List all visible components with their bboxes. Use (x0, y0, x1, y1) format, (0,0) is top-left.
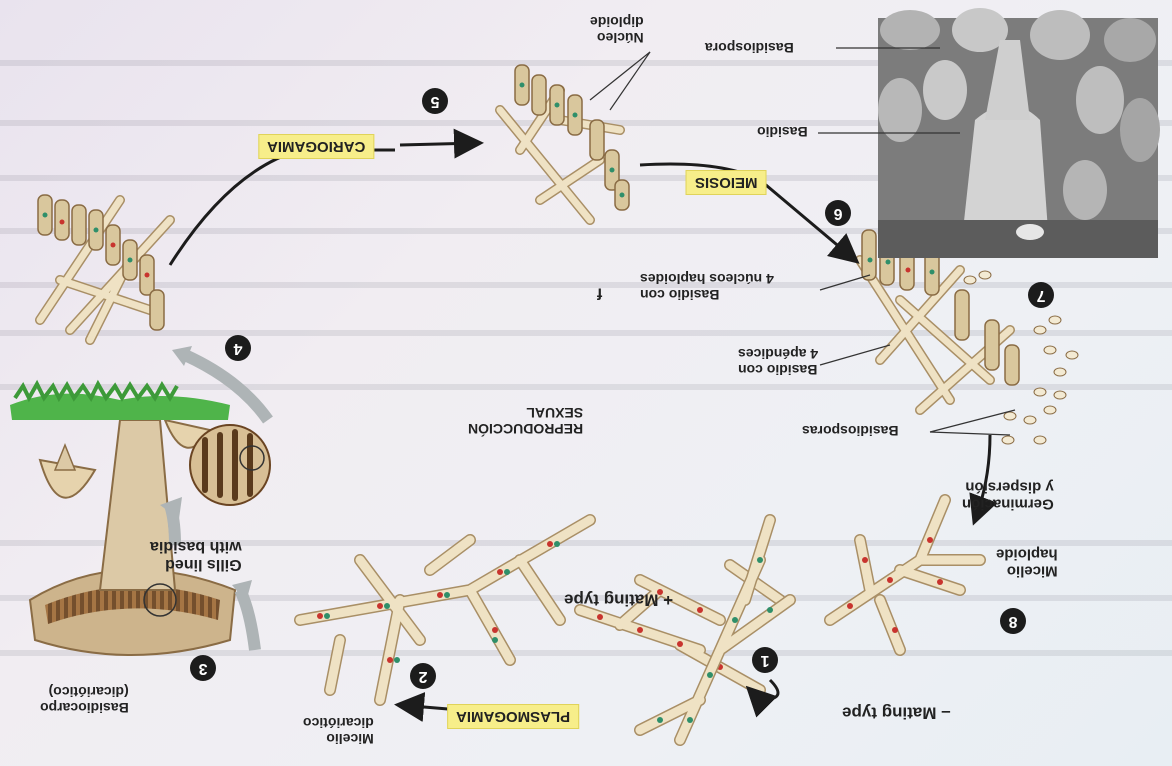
label-basidiocarpo: Basidiocarpo (dicariótico) (40, 684, 129, 716)
label-gills-lined: Gills lined with basidia (150, 536, 242, 573)
label-nucleo-diploide: Núcleo diploide (590, 14, 644, 46)
label-micelio-dicariotico: Micelio dicariótico (303, 715, 374, 747)
reproduccion-line-2: SEXUAL (468, 405, 583, 421)
basidia-cluster-5 (500, 65, 629, 220)
germinacion-line-2: y dispersión (962, 478, 1054, 495)
gills-lined-line-2: with basidia (150, 536, 242, 554)
step-badge-7: 7 (1028, 282, 1054, 308)
dikaryotic-mycelium (300, 520, 590, 700)
label-mating-type-minus: – Mating type (842, 703, 951, 723)
label-basidio-4-apendices: Basidio con 4 apéndices (738, 346, 818, 378)
gills-lined-line-1: Gills lined (150, 554, 242, 572)
label-reproduccion-sexual: REPRODUCCIÓN SEXUAL (468, 405, 583, 437)
label-basidio-4-nucleos: Basidio con 4 núcleos haploides (640, 271, 774, 303)
highlight-meiosis: MEIOSIS (686, 170, 767, 195)
nucleo-diploide-line-2: diploide (590, 14, 644, 30)
label-letter-f: f (597, 283, 602, 301)
label-mating-type-plus: + Mating type (564, 590, 673, 610)
micelio-haploide-line-2: haploide (996, 545, 1058, 562)
micelio-dicariotico-line-2: dicariótico (303, 715, 374, 731)
basidiocarp-illustration (10, 346, 270, 655)
label-micelio-haploide: Micelio haploide (996, 545, 1058, 580)
step-badge-5: 5 (422, 88, 448, 114)
basidio-nucleos-line-2: 4 núcleos haploides (640, 271, 774, 287)
step-badge-1: 1 (752, 647, 778, 673)
highlight-cariogamia: CARIOGAMIA (258, 134, 374, 159)
label-germinacion: Germinación y dispersión (962, 478, 1054, 513)
reproduccion-line-1: REPRODUCCIÓN (468, 421, 583, 437)
label-basidio: Basidio (757, 124, 808, 140)
highlight-plasmogamia: PLASMOGAMIA (447, 704, 579, 729)
basidia-cluster-4 (38, 195, 170, 340)
micelio-dicariotico-line-1: Micelio (303, 731, 374, 747)
label-basidiosporas: Basidiosporas (802, 423, 898, 439)
label-basidiospora: Basidiospora (705, 40, 794, 56)
basidiocarpo-line-2: (dicariótico) (40, 684, 129, 700)
step-badge-2: 2 (410, 663, 436, 689)
step-badge-8: 8 (1000, 608, 1026, 634)
step-badge-3: 3 (190, 655, 216, 681)
basidio-nucleos-line-1: Basidio con (640, 287, 774, 303)
haploid-mycelium (830, 500, 980, 650)
basidio-apendices-line-1: Basidio con (738, 362, 818, 378)
nucleo-diploide-line-1: Núcleo (590, 30, 644, 46)
germinacion-line-1: Germinación (962, 495, 1054, 512)
basidiocarpo-line-1: Basidiocarpo (40, 700, 129, 716)
step-badge-6: 6 (825, 200, 851, 226)
micelio-haploide-line-1: Micelio (996, 562, 1058, 579)
basidio-apendices-line-2: 4 apéndices (738, 346, 818, 362)
step-badge-4: 4 (225, 335, 251, 361)
mycelium-minus-mating (640, 520, 790, 740)
